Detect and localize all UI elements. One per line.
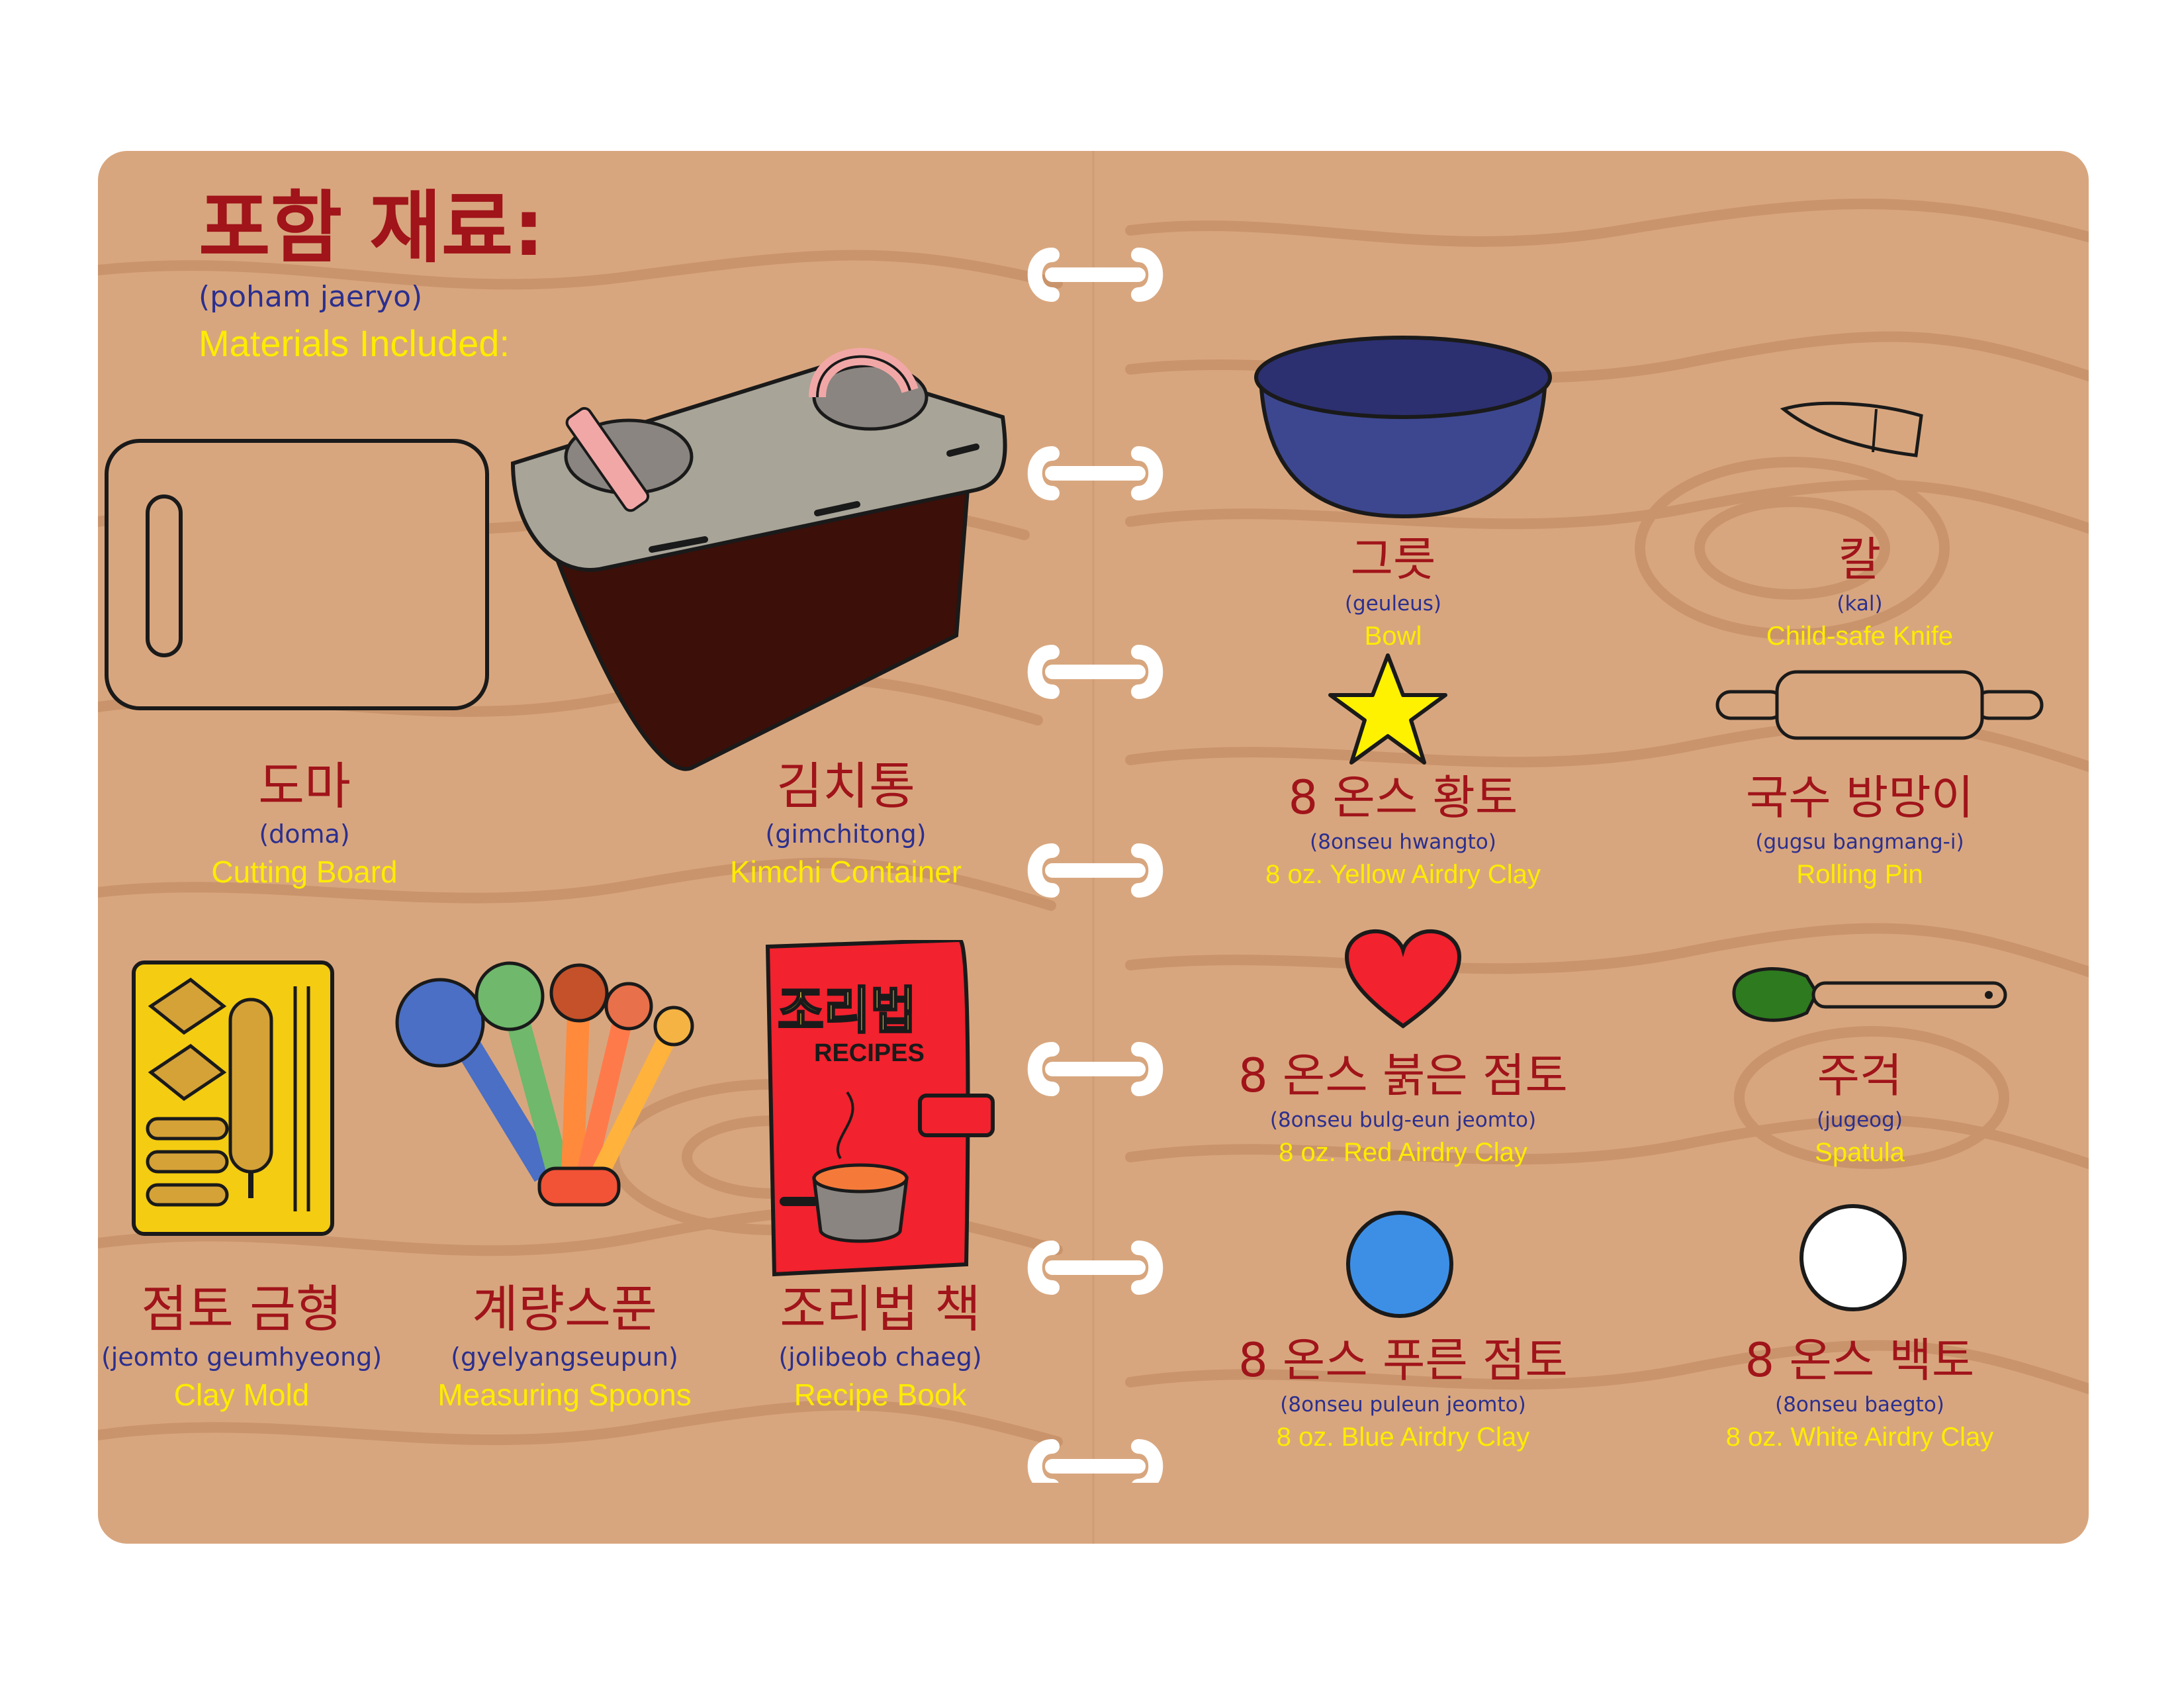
item-label-recipe-book: 조리법 책 (jolibeob chaeg) Recipe Book bbox=[778, 1280, 982, 1412]
binder-ring bbox=[1027, 446, 1163, 500]
binder-rings bbox=[1027, 248, 1163, 1483]
white-circle-clay-icon bbox=[1799, 1204, 1907, 1311]
knife-icon bbox=[1780, 401, 1923, 457]
rolling-pin-icon bbox=[1715, 670, 2044, 740]
recipe-book-cover-subtitle: RECIPES bbox=[814, 1039, 925, 1067]
binder-ring bbox=[1027, 645, 1163, 699]
item-label-rolling-pin: 국수 방망이 (gugsu bangmang-i) Rolling Pin bbox=[1745, 771, 1974, 890]
red-heart-clay-icon bbox=[1344, 929, 1462, 1029]
item-label-red-clay: 8 온스 붉은 점토 (8onseu bulg-eun jeomto) 8 oz… bbox=[1238, 1049, 1568, 1168]
item-label-measuring-spoons: 계량스푼 (gyelyangseupun) Measuring Spoons bbox=[437, 1280, 692, 1412]
title-korean: 포함 재료: bbox=[199, 182, 545, 273]
recipe-book-icon: 조리법 RECIPES bbox=[761, 940, 999, 1278]
title-romanization: (poham jaeryo) bbox=[199, 280, 423, 314]
item-label-bowl: 그릇 (geuleus) Bowl bbox=[1344, 532, 1442, 651]
item-label-blue-clay: 8 온스 푸른 점토 (8onseu puleun jeomto) 8 oz. … bbox=[1238, 1333, 1568, 1452]
binder-ring bbox=[1027, 1241, 1163, 1295]
blue-circle-clay-icon bbox=[1346, 1211, 1453, 1318]
wooden-board bbox=[98, 151, 2089, 1544]
item-label-white-clay: 8 온스 백토 (8onseu baegto) 8 oz. White Aird… bbox=[1725, 1333, 1994, 1452]
item-label-spatula: 주걱 (jugeog) Spatula bbox=[1815, 1049, 1905, 1168]
kimchi-container-icon bbox=[510, 348, 1007, 771]
yellow-star-clay-icon bbox=[1328, 653, 1447, 765]
measuring-spoons-icon bbox=[395, 961, 694, 1207]
item-label-knife: 칼 (kal) Child-safe Knife bbox=[1766, 532, 1954, 651]
cutting-board-icon bbox=[105, 439, 489, 710]
item-label-yellow-clay: 8 온스 황토 (8onseu hwangto) 8 oz. Yellow Ai… bbox=[1265, 771, 1541, 890]
spatula-icon bbox=[1732, 967, 2007, 1022]
binder-ring bbox=[1027, 1439, 1163, 1483]
clay-mold-icon bbox=[132, 961, 334, 1236]
binder-ring bbox=[1027, 248, 1163, 302]
page-header: 포함 재료: (poham jaeryo) Materials Included… bbox=[199, 189, 545, 365]
binder-ring bbox=[1027, 843, 1163, 898]
item-label-kimchi-container: 김치통 (gimchitong) Kimchi Container bbox=[729, 757, 962, 889]
title-english: Materials Included: bbox=[199, 322, 510, 364]
item-label-clay-mold: 점토 금형 (jeomto geumhyeong) Clay Mold bbox=[101, 1280, 383, 1412]
item-label-cutting-board: 도마 (doma) Cutting Board bbox=[211, 757, 398, 889]
binder-ring bbox=[1027, 1042, 1163, 1096]
recipe-book-cover-title: 조리법 bbox=[777, 980, 918, 1041]
bowl-icon bbox=[1254, 336, 1552, 519]
